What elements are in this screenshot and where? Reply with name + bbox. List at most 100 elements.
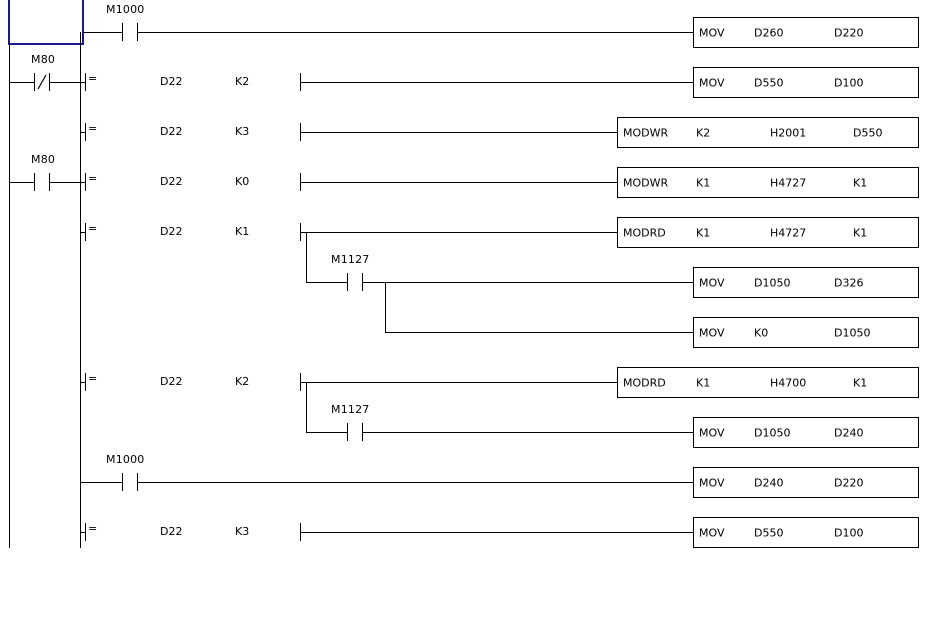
- block-mnemonic: MOV: [699, 426, 725, 439]
- block-mov-r11[interactable]: MOV D550 D100: [693, 517, 919, 548]
- block-mov-r1[interactable]: MOV D260 D220: [693, 17, 919, 48]
- block-operand-2: D220: [834, 26, 864, 39]
- contact-m1127-no-r6[interactable]: [347, 273, 363, 291]
- branch-drop-r6-r7: [385, 282, 386, 332]
- rung11-wire-out: [300, 532, 693, 533]
- compare-operand-1-r11: D22: [160, 525, 183, 538]
- block-operand-2: D220: [834, 476, 864, 489]
- contact-label-m80-r2: M80: [31, 53, 56, 66]
- rung5-wire-in: [80, 232, 86, 233]
- rung3-wire-in: [80, 132, 86, 133]
- block-operand-1: K0: [754, 326, 769, 339]
- compare-operand-2-r11: K3: [235, 525, 250, 538]
- compare-bar: [85, 123, 86, 141]
- block-mnemonic: MODRD: [623, 376, 666, 389]
- block-operand-1: D260: [754, 26, 784, 39]
- contact-label-m1127-r9: M1127: [331, 403, 370, 416]
- compare-operand-1-r5: D22: [160, 225, 183, 238]
- rung4-wire-mid: [50, 182, 86, 183]
- block-mov-r9[interactable]: MOV D1050 D240: [693, 417, 919, 448]
- block-operand-2: H4700: [770, 376, 807, 389]
- rung10-wire-out: [138, 482, 693, 483]
- block-mnemonic: MOV: [699, 276, 725, 289]
- rung6-wire-out: [363, 282, 693, 283]
- block-operand-2: D1050: [834, 326, 871, 339]
- block-operand-3: K1: [853, 376, 868, 389]
- selection-box[interactable]: [8, 0, 84, 45]
- contact-m1000-no-r10[interactable]: [122, 473, 138, 491]
- branch-drop-r5-r6: [306, 232, 307, 282]
- block-mnemonic: MODWR: [623, 176, 669, 189]
- compare-operand-2-r2: K2: [235, 75, 250, 88]
- rung2-wire-out: [300, 82, 693, 83]
- block-modrd-r5[interactable]: MODRD K1 H4727 K1: [617, 217, 919, 248]
- contact-label-m80-r4: M80: [31, 153, 56, 166]
- compare-operator: =: [88, 522, 98, 535]
- block-operand-3: K1: [853, 176, 868, 189]
- branch-bus: [80, 32, 81, 548]
- block-mnemonic: MODRD: [623, 226, 666, 239]
- compare-operand-1-r3: D22: [160, 125, 183, 138]
- block-operand-1: K1: [696, 376, 711, 389]
- compare-operand-2-r4: K0: [235, 175, 250, 188]
- rung9-wire-in: [306, 432, 347, 433]
- block-mnemonic: MODWR: [623, 126, 669, 139]
- compare-bar: [85, 173, 86, 191]
- compare-operator: =: [88, 222, 98, 235]
- rung5-wire-out: [300, 232, 617, 233]
- contact-m80-no-r4[interactable]: [34, 173, 50, 191]
- block-operand-2: H2001: [770, 126, 807, 139]
- compare-bar: [85, 373, 86, 391]
- block-mnemonic: MOV: [699, 326, 725, 339]
- block-mov-r2[interactable]: MOV D550 D100: [693, 67, 919, 98]
- block-operand-1: D1050: [754, 426, 791, 439]
- block-operand-1: K1: [696, 176, 711, 189]
- block-operand-2: D326: [834, 276, 864, 289]
- rung7-wire-out: [385, 332, 693, 333]
- block-operand-3: D550: [853, 126, 883, 139]
- block-operand-1: D550: [754, 76, 784, 89]
- contact-m1127-no-r9[interactable]: [347, 423, 363, 441]
- block-modrd-r8[interactable]: MODRD K1 H4700 K1: [617, 367, 919, 398]
- rung4-wire-in: [9, 182, 34, 183]
- block-mov-r6[interactable]: MOV D1050 D326: [693, 267, 919, 298]
- block-mnemonic: MOV: [699, 476, 725, 489]
- compare-operand-2-r8: K2: [235, 375, 250, 388]
- block-operand-1: K1: [696, 226, 711, 239]
- block-mov-r10[interactable]: MOV D240 D220: [693, 467, 919, 498]
- compare-operator: =: [88, 172, 98, 185]
- compare-operator: =: [88, 72, 98, 85]
- rung2-wire-mid: [50, 82, 86, 83]
- block-operand-2: D240: [834, 426, 864, 439]
- block-modwr-r4[interactable]: MODWR K1 H4727 K1: [617, 167, 919, 198]
- block-operand-3: K1: [853, 226, 868, 239]
- block-operand-2: D100: [834, 526, 864, 539]
- contact-m1000-no-r1[interactable]: [122, 23, 138, 41]
- rung9-wire-out: [363, 432, 693, 433]
- contact-m80-nc-r2[interactable]: [34, 73, 50, 91]
- compare-operand-2-r3: K3: [235, 125, 250, 138]
- compare-operator: =: [88, 122, 98, 135]
- compare-operand-1-r8: D22: [160, 375, 183, 388]
- nc-slash-icon: [37, 74, 47, 90]
- block-mov-r7[interactable]: MOV K0 D1050: [693, 317, 919, 348]
- rung6-wire-in: [306, 282, 347, 283]
- block-mnemonic: MOV: [699, 26, 725, 39]
- rung11-wire-in: [80, 532, 86, 533]
- compare-bar: [85, 73, 86, 91]
- compare-bar: [85, 223, 86, 241]
- rung8-wire-in: [80, 382, 86, 383]
- block-modwr-r3[interactable]: MODWR K2 H2001 D550: [617, 117, 919, 148]
- block-mnemonic: MOV: [699, 526, 725, 539]
- block-operand-2: H4727: [770, 226, 807, 239]
- rung8-wire-out: [300, 382, 617, 383]
- compare-operator: =: [88, 372, 98, 385]
- compare-bar: [85, 523, 86, 541]
- contact-label-m1000-r10: M1000: [106, 453, 145, 466]
- contact-label-m1127-r6: M1127: [331, 253, 370, 266]
- block-operand-1: K2: [696, 126, 711, 139]
- block-operand-1: D1050: [754, 276, 791, 289]
- compare-operand-2-r5: K1: [235, 225, 250, 238]
- compare-operand-1-r4: D22: [160, 175, 183, 188]
